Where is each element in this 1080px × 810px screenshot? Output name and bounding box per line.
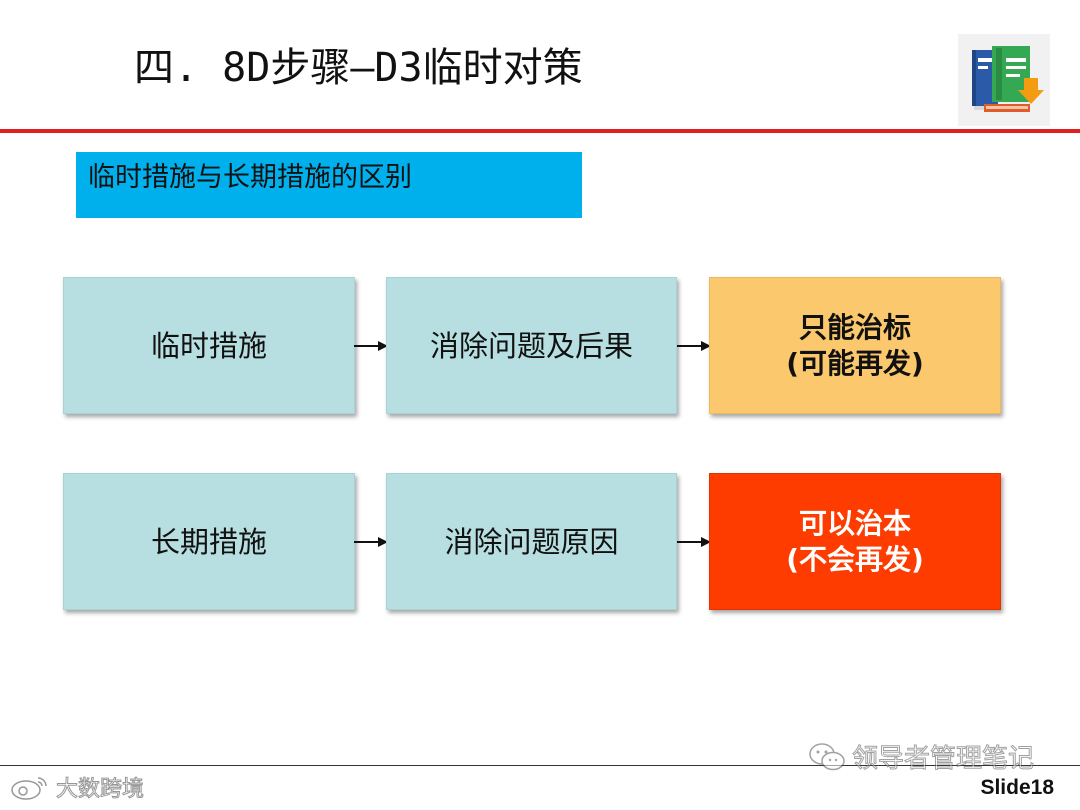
permanent-measure-box: 长期措施: [63, 473, 355, 610]
slide-title: 四. 8D步骤—D3临时对策: [134, 45, 583, 91]
temporary-measure-label: 临时措施: [150, 328, 267, 363]
section-header: 临时措施与长期措施的区别: [76, 152, 582, 218]
wechat-icon: [808, 742, 846, 776]
temporary-outcome-line2: (可能再发): [786, 346, 924, 380]
permanent-action-label: 消除问题原因: [444, 524, 619, 559]
weibo-watermark: 大数跨境: [10, 774, 145, 806]
arrow-right-icon: [354, 340, 388, 352]
temporary-action-box: 消除问题及后果: [386, 277, 677, 414]
arrow-right-icon: [677, 340, 711, 352]
arrow-right-icon: [677, 536, 711, 548]
slide-number: Slide18: [980, 776, 1054, 799]
weibo-icon: [10, 774, 50, 806]
book-stack-icon: [958, 34, 1050, 126]
weibo-watermark-text: 大数跨境: [55, 777, 145, 803]
title-divider: [0, 129, 1080, 133]
permanent-outcome-line2: (不会再发): [786, 542, 924, 576]
permanent-action-box: 消除问题原因: [386, 473, 677, 610]
permanent-outcome-line1: 可以治本: [798, 506, 911, 540]
section-label: 临时措施与长期措施的区别: [88, 162, 412, 193]
permanent-measure-label: 长期措施: [150, 524, 267, 559]
permanent-outcome-box: 可以治本 (不会再发): [709, 473, 1001, 610]
wechat-watermark-text: 领导者管理笔记: [851, 744, 1035, 775]
temporary-action-label: 消除问题及后果: [429, 328, 633, 363]
arrow-right-icon: [354, 536, 388, 548]
temporary-measure-box: 临时措施: [63, 277, 355, 414]
temporary-outcome-line1: 只能治标: [798, 310, 911, 344]
temporary-outcome-box: 只能治标 (可能再发): [709, 277, 1001, 414]
footer-divider: [0, 765, 1080, 766]
wechat-watermark: 领导者管理笔记: [808, 742, 1035, 776]
